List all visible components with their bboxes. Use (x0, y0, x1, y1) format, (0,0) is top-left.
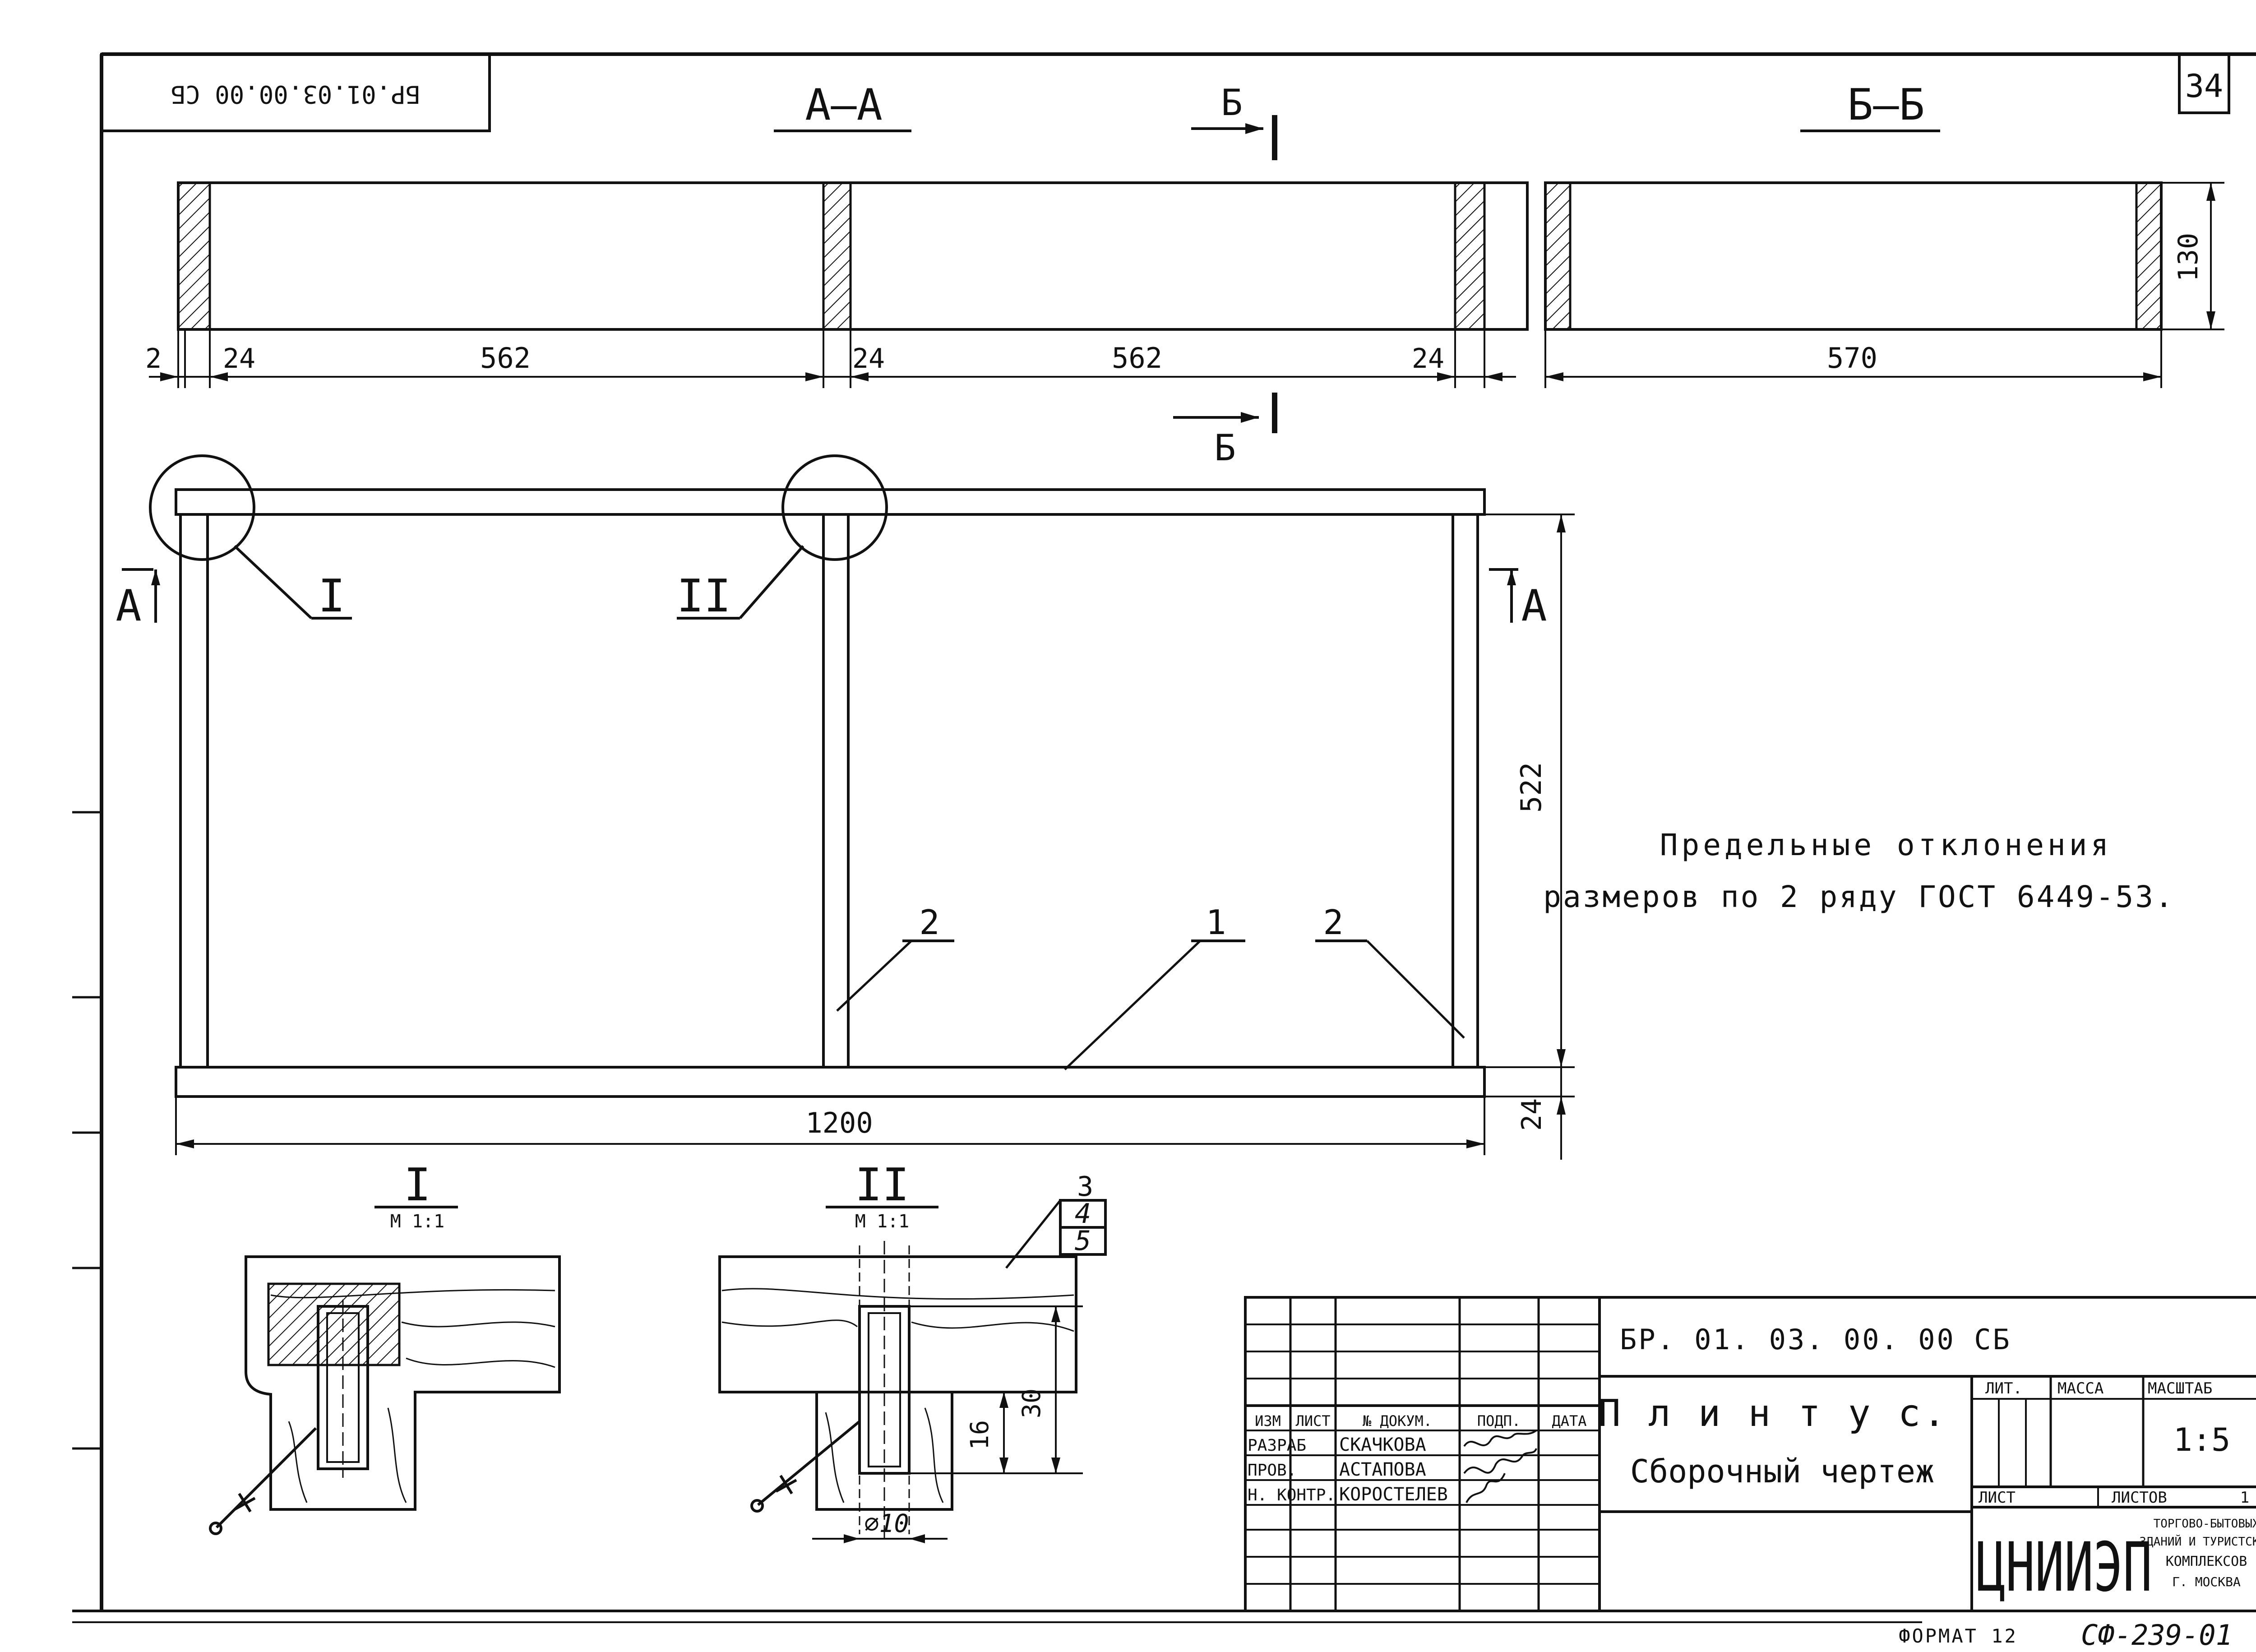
org-line-1: ТОРГОВО-БЫТОВЫХ (2154, 1517, 2256, 1531)
role-developer: РАЗРАБ (1248, 1436, 1306, 1455)
hdr-sign: ПОДП. (1477, 1412, 1521, 1430)
dim-24-a: 24 (223, 343, 255, 375)
name-norm-control: КОРОСТЕЛЕВ (1339, 1484, 1448, 1505)
dim-16: 16 (965, 1420, 994, 1450)
detail-1-title: I (404, 1158, 431, 1211)
post-right (1452, 513, 1479, 1069)
org-line-4: Г. МОСКВА (2172, 1574, 2241, 1589)
section-bb-post-left (1544, 181, 1572, 331)
dim-570: 570 (1827, 342, 1877, 375)
dim-24-d: 24 (1516, 1098, 1548, 1131)
section-bb-post-right (2135, 181, 2163, 331)
inverted-code: БР.01.03.00.00 СБ (171, 80, 421, 108)
position-2b: 2 (1323, 902, 1343, 942)
detail-callout-2: II (677, 569, 731, 622)
signature-checker (1463, 1448, 1537, 1474)
drawing-id: СФ-239-01 (2081, 1619, 2233, 1652)
note-line-1: Предельные отклонения (1660, 828, 2112, 862)
org-line-2: ЗДАНИЙ И ТУРИСТСКИХ (2139, 1534, 2256, 1549)
section-aa: А—А 2 24 562 24 562 24 (145, 80, 1529, 388)
org-logo: ЦНИИЭП (1976, 1528, 2152, 1607)
role-norm-control: Н. КОНТР. (1248, 1486, 1336, 1504)
position-2a: 2 (919, 902, 939, 942)
hdr-list: ЛИСТ (1295, 1412, 1330, 1430)
product-name: П л и н т у с. (1598, 1392, 1948, 1435)
dim-24-c: 24 (1412, 343, 1444, 375)
lit-label: ЛИТ. (1985, 1379, 2022, 1397)
position-5: 5 (1075, 1225, 1091, 1257)
section-aa-post-right (1454, 181, 1486, 331)
section-mark-a-right: А (1521, 581, 1547, 631)
dim-130: 130 (2173, 233, 2204, 282)
sheet-number: 34 (2185, 68, 2223, 105)
top-rail (175, 488, 1486, 516)
mass-label: МАССА (2057, 1379, 2103, 1397)
hdr-doc-no: № ДОКУМ. (1363, 1412, 1432, 1430)
bottom-rail (175, 1066, 1486, 1098)
dim-30: 30 (1017, 1388, 1046, 1418)
section-mark-b-bottom: Б (1173, 393, 1277, 469)
detail-1: I М 1:1 (209, 1158, 561, 1535)
detail-2-title: II (855, 1158, 909, 1211)
detail-2: II М 1:1 3 4 5 30 16 ⌀10 (718, 1158, 1107, 1543)
section-bb: Б—Б 570 130 (1544, 80, 2224, 388)
scale-label: МАСШТАБ (2148, 1379, 2212, 1397)
section-aa-post-left (177, 181, 211, 331)
hdr-izm: ИЗМ (1255, 1412, 1281, 1430)
dim-2: 2 (145, 343, 162, 375)
sheet-frame (72, 52, 2256, 1623)
detail-1-rail-section (267, 1282, 401, 1366)
section-bb-title: Б—Б (1847, 80, 1925, 130)
svg-text:Б: Б (1221, 82, 1243, 124)
section-mark-a-left: А (116, 581, 141, 631)
section-aa-title: А—А (805, 80, 883, 130)
signature-developer (1463, 1430, 1537, 1447)
post-left (179, 513, 209, 1069)
dim-522: 522 (1515, 762, 1548, 813)
sheet-label: ЛИСТ (1979, 1489, 2016, 1507)
title-block: ИЗМ ЛИСТ № ДОКУМ. ПОДП. ДАТА РАЗРАБ СКАЧ… (1244, 1296, 2256, 1612)
detail-circle-2 (781, 454, 888, 561)
dim-diameter-10: ⌀10 (864, 1509, 909, 1538)
hdr-date: ДАТА (1552, 1412, 1586, 1430)
position-4: 4 (1075, 1198, 1091, 1230)
front-view: I II А А 2 1 2 522 24 1200 (116, 454, 1575, 1160)
position-1: 1 (1206, 902, 1226, 942)
inverted-code-box: БР.01.03.00.00 СБ (100, 53, 491, 132)
detail-2-scale: М 1:1 (855, 1211, 909, 1232)
signature-norm-control (1465, 1473, 1506, 1503)
org-line-3: КОМПЛЕКСОВ (2166, 1554, 2247, 1569)
position-3: 3 (1077, 1171, 1093, 1203)
post-middle (822, 513, 850, 1069)
role-checker: ПРОВ. (1248, 1461, 1296, 1480)
format-label: ФОРМАТ 12 (1899, 1625, 2018, 1647)
sheet-number-box: 34 (2178, 53, 2230, 114)
section-aa-post-middle (822, 181, 852, 331)
detail-callout-1: I (318, 569, 345, 622)
notes: Предельные отклонения размеров по 2 ряду… (1543, 828, 2175, 914)
detail-1-scale: М 1:1 (390, 1211, 444, 1232)
name-checker: АСТАПОВА (1339, 1459, 1426, 1480)
dim-562-b: 562 (1112, 342, 1162, 375)
svg-text:Б: Б (1214, 427, 1236, 469)
drawing-type: Сборочный чертеж (1630, 1453, 1934, 1490)
scale-value: 1:5 (2173, 1421, 2230, 1458)
dim-562-a: 562 (480, 342, 531, 375)
sheets-value: 1 (2240, 1489, 2249, 1507)
dim-1200: 1200 (805, 1106, 873, 1139)
note-line-2: размеров по 2 ряду ГОСТ 6449-53. (1543, 879, 2175, 914)
doc-code: БР. 01. 03. 00. 00 СБ (1620, 1323, 2011, 1356)
sheets-label: ЛИСТОВ (2112, 1489, 2167, 1507)
section-mark-b-top: Б (1191, 82, 1277, 160)
name-developer: СКАЧКОВА (1339, 1435, 1426, 1455)
detail-circle-1 (149, 454, 255, 561)
dim-24-b: 24 (852, 343, 885, 375)
